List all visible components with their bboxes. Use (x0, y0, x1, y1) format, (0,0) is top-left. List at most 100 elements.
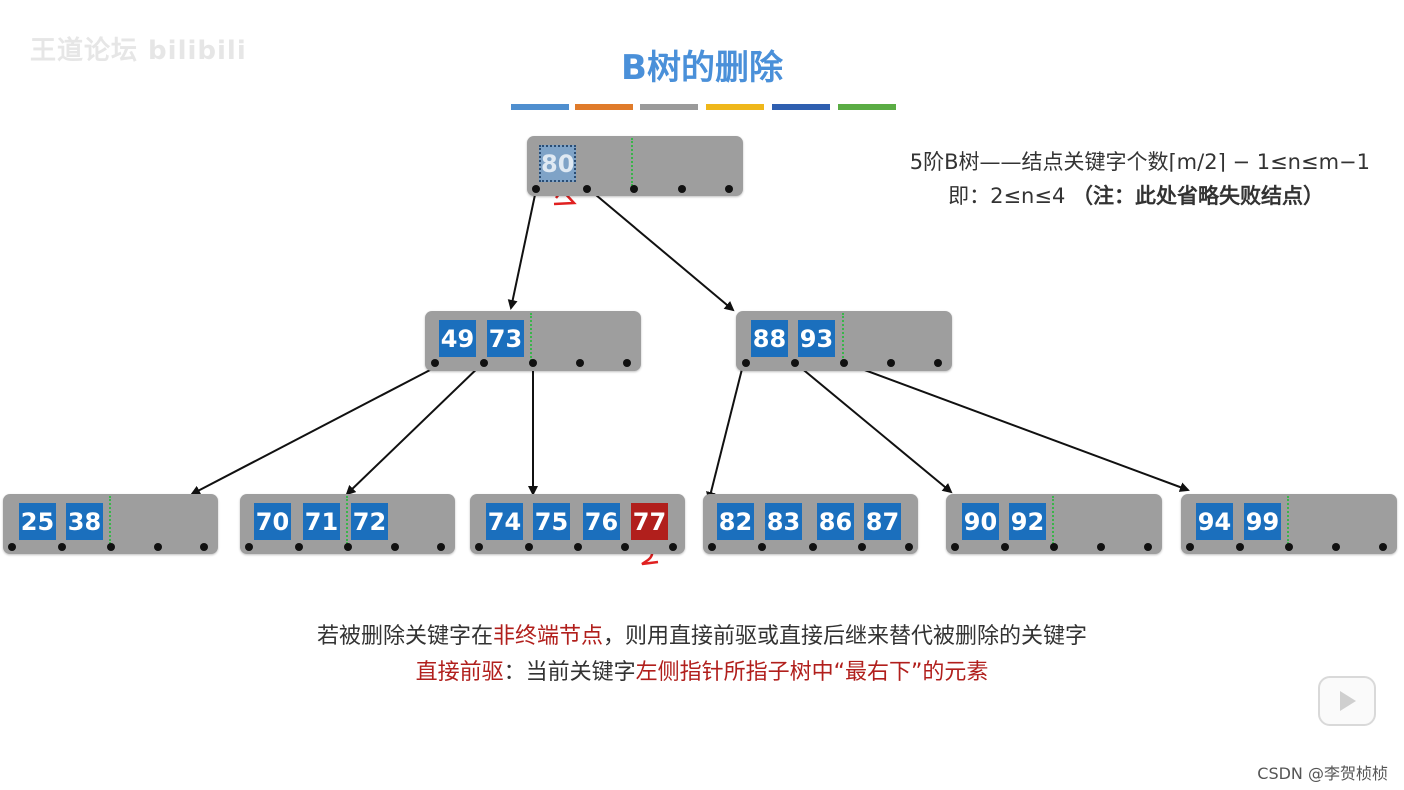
pointer-dot (576, 359, 584, 367)
pointer-dot (1186, 543, 1194, 551)
key-77-highlighted: 77 (631, 503, 668, 540)
pointer-dot (887, 359, 895, 367)
pointer-dot (1001, 543, 1009, 551)
pointer-separator (1052, 496, 1054, 544)
btree-leaf-25-38: 25 38 (3, 494, 218, 554)
pointer-separator (109, 496, 111, 544)
pointer-separator (346, 496, 348, 544)
csdn-credit: CSDN @李贺桢桢 (1257, 764, 1388, 783)
pointer-dot (623, 359, 631, 367)
pointer-dot (154, 543, 162, 551)
play-icon[interactable] (1318, 676, 1376, 726)
pointer-dot (480, 359, 488, 367)
caption-pred-part2: ：当前关键字 (503, 660, 636, 685)
key-93: 93 (798, 320, 835, 357)
pointer-dot (840, 359, 848, 367)
key-87: 87 (864, 503, 901, 540)
pointer-dot (905, 543, 913, 551)
caption-pred-term: 直接前驱 (415, 660, 504, 685)
pointer-dot (245, 543, 253, 551)
pointer-dot (1285, 543, 1293, 551)
btree-order-note: 5阶B树——结点关键字个数⌈m/2⌉ − 1≤n≤m−1 (909, 150, 1370, 174)
watermark-logo: 王道论坛 bilibili (30, 36, 247, 66)
stripe-darkblue (772, 104, 830, 110)
pointer-dot (1379, 543, 1387, 551)
key-83: 83 (765, 503, 802, 540)
btree-node-49-73: 49 73 (425, 311, 641, 371)
key-72: 72 (351, 503, 388, 540)
btree-leaf-82-87: 82 83 86 87 (703, 494, 918, 554)
caption-rule-part1: 若被删除关键字在 (316, 624, 493, 649)
pointer-dot (8, 543, 16, 551)
edge-49-70 (345, 361, 485, 496)
range-remark: （注：此处省略失败结点） (1072, 184, 1324, 208)
pointer-dot (391, 543, 399, 551)
pointer-dot (431, 359, 439, 367)
pointer-dot (200, 543, 208, 551)
key-76: 76 (583, 503, 620, 540)
edge-49-25 (190, 368, 433, 495)
key-75: 75 (533, 503, 570, 540)
btree-root-node: 80 (527, 136, 743, 196)
caption-pred-highlight: 左侧指针所指子树中“最右下”的元素 (635, 660, 989, 685)
stripe-yellow (706, 104, 764, 110)
pointer-dot (758, 543, 766, 551)
edge-88-82 (706, 368, 743, 502)
pointer-separator (631, 138, 633, 186)
pointer-dot (1144, 543, 1152, 551)
pointer-dot (1097, 543, 1105, 551)
edge-93-90 (793, 361, 953, 494)
btree-leaf-90-92: 90 92 (946, 494, 1162, 554)
pointer-dot (725, 185, 733, 193)
key-88: 88 (751, 320, 788, 357)
key-92: 92 (1009, 503, 1046, 540)
page-title: B树的删除 (621, 48, 783, 88)
pointer-dot (532, 185, 540, 193)
pointer-dot (1332, 543, 1340, 551)
pointer-dot (107, 543, 115, 551)
key-99: 99 (1244, 503, 1281, 540)
btree-range-note: 即：2≤n≤4 （注：此处省略失败结点） (948, 180, 1324, 210)
btree-leaf-94-99: 94 99 (1181, 494, 1397, 554)
key-71: 71 (303, 503, 340, 540)
pointer-dot (934, 359, 942, 367)
key-25: 25 (19, 503, 56, 540)
key-82: 82 (717, 503, 754, 540)
key-38: 38 (66, 503, 103, 540)
caption-predecessor: 直接前驱：当前关键字左侧指针所指子树中“最右下”的元素 (0, 654, 1404, 686)
pointer-dot (669, 543, 677, 551)
pointer-separator (530, 313, 532, 361)
key-49: 49 (439, 320, 476, 357)
stripe-green (838, 104, 896, 110)
pointer-dot (791, 359, 799, 367)
pointer-separator (1287, 496, 1289, 544)
btree-node-88-93: 88 93 (736, 311, 952, 371)
stripe-blue (511, 104, 569, 110)
pointer-dot (344, 543, 352, 551)
pointer-dot (437, 543, 445, 551)
stripe-orange (575, 104, 633, 110)
pointer-dot (525, 543, 533, 551)
key-86: 86 (817, 503, 854, 540)
pointer-dot (529, 359, 537, 367)
pointer-dot (1050, 543, 1058, 551)
pointer-dot (58, 543, 66, 551)
btree-leaf-74-77: 74 75 76 77 (470, 494, 685, 554)
pointer-dot (951, 543, 959, 551)
key-90: 90 (962, 503, 999, 540)
pointer-dot (583, 185, 591, 193)
caption-rule-part3: ，则用直接前驱或直接后继来替代被删除的关键字 (603, 624, 1088, 649)
pointer-dot (678, 185, 686, 193)
edge-root-right (589, 189, 735, 312)
pointer-dot (574, 543, 582, 551)
pointer-dot (1236, 543, 1244, 551)
pointer-dot (742, 359, 750, 367)
pointer-dot (858, 543, 866, 551)
btree-leaf-70-71-72: 70 71 72 (240, 494, 455, 554)
pointer-dot (630, 185, 638, 193)
pointer-dot (621, 543, 629, 551)
pointer-dot (295, 543, 303, 551)
edge-root-left (507, 189, 537, 310)
caption-rule-highlight: 非终端节点 (492, 624, 603, 649)
